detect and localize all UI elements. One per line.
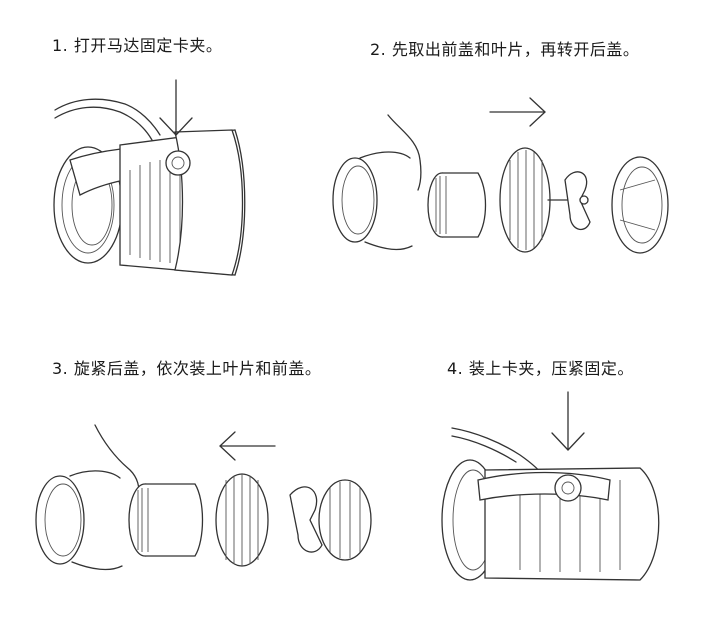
arrow-right-icon xyxy=(489,97,546,127)
step-2-title: 2. 先取出前盖和叶片，再转开后盖。 xyxy=(370,40,640,59)
arrow-down-icon xyxy=(159,79,193,136)
arrow-down-icon xyxy=(551,391,585,451)
step-4-title: 4. 装上卡夹，压紧固定。 xyxy=(447,359,634,378)
step-1-title: 1. 打开马达固定卡夹。 xyxy=(52,36,223,55)
step-3-title: 3. 旋紧后盖，依次装上叶片和前盖。 xyxy=(52,359,322,378)
arrow-left-icon xyxy=(219,431,276,461)
